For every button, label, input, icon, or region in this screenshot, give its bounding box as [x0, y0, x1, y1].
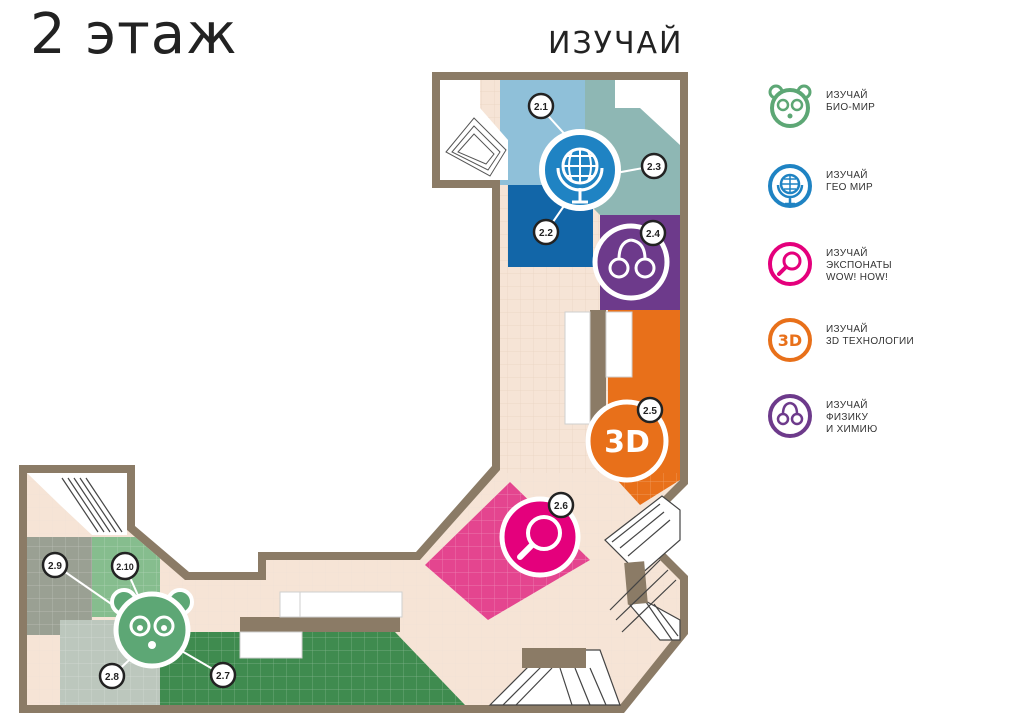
white-block-upper-2 [605, 311, 633, 378]
stairs-bottom [488, 649, 621, 706]
svg-text:2.5: 2.5 [643, 406, 657, 417]
svg-text:2.7: 2.7 [216, 671, 230, 682]
svg-text:2.6: 2.6 [554, 501, 568, 512]
svg-text:2.1: 2.1 [534, 102, 548, 113]
geo-icon [539, 129, 621, 211]
svg-text:2.3: 2.3 [647, 162, 661, 173]
partition-horizontal [240, 617, 400, 632]
marker-2-1[interactable]: 2.1 [527, 92, 555, 120]
column-right [624, 561, 648, 605]
marker-2-9[interactable]: 2.9 [41, 551, 69, 579]
marker-2-3[interactable]: 2.3 [640, 152, 668, 180]
white-block-lower-2 [239, 631, 303, 659]
svg-text:2.10: 2.10 [116, 562, 134, 572]
stairs-right-mid [609, 559, 677, 633]
white-block-lower [299, 591, 403, 618]
svg-text:2.4: 2.4 [646, 229, 660, 240]
svg-text:2.8: 2.8 [105, 672, 119, 683]
partition-vertical [590, 310, 606, 430]
svg-text:2.2: 2.2 [539, 228, 553, 239]
white-block-lower-3 [279, 591, 301, 618]
marker-2-5[interactable]: 2.5 [636, 396, 664, 424]
wow-icon [768, 242, 812, 286]
geo-icon [768, 164, 812, 208]
marker-2-8[interactable]: 2.8 [98, 662, 126, 690]
marker-2-7[interactable]: 2.7 [209, 661, 237, 689]
marker-2-4[interactable]: 2.4 [639, 219, 667, 247]
marker-2-10[interactable]: 2.10 [110, 551, 140, 581]
bio-icon [768, 84, 812, 128]
stairs-top-left [440, 80, 508, 180]
white-block-upper [564, 311, 591, 425]
stairs-right-upper [604, 495, 681, 576]
stairs-top-right [615, 80, 680, 145]
marker-2-2[interactable]: 2.2 [532, 218, 560, 246]
physics-icon [768, 394, 812, 438]
marker-2-6[interactable]: 2.6 [547, 491, 575, 519]
bio-icon [110, 588, 194, 669]
column-bottom [522, 648, 586, 668]
tech-legend-icon-text: 3D [778, 331, 802, 350]
section-title: ИЗУЧАЙ [548, 26, 684, 61]
svg-text:2.9: 2.9 [48, 561, 62, 572]
tech-icon-text: 3D [604, 425, 650, 460]
floor-title: 2 этаж [30, 2, 238, 67]
stairs-left [27, 473, 127, 535]
tech-icon: 3D [768, 318, 812, 362]
